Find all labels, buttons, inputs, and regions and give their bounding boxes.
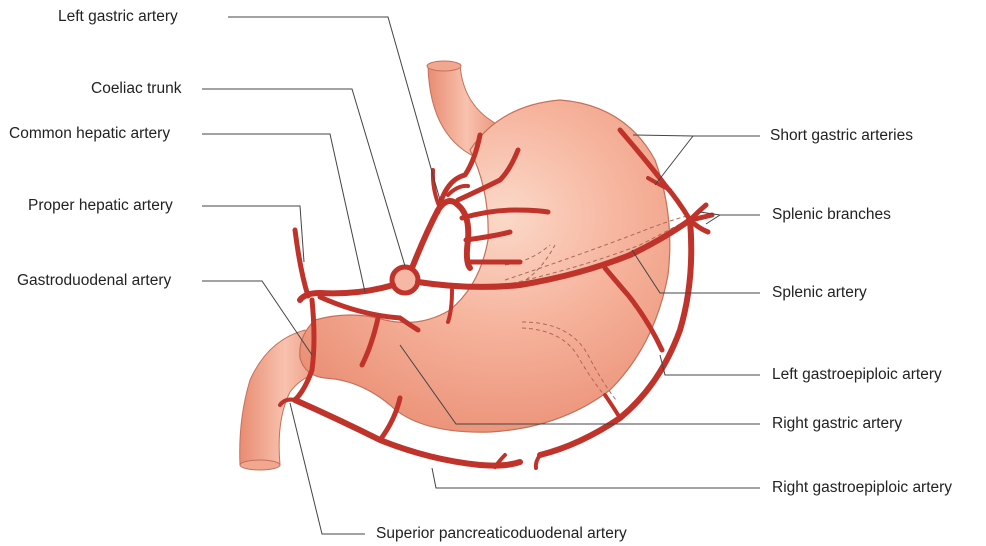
- label-coeliac-trunk: Coeliac trunk: [91, 80, 181, 98]
- label-splenic-artery: Splenic artery: [772, 284, 867, 302]
- leader-left-gastroepiploic: [660, 355, 760, 375]
- leader-left-gastric: [228, 17, 440, 200]
- label-left-gastric-artery: Left gastric artery: [58, 8, 178, 26]
- label-gastroduodenal-artery: Gastroduodenal artery: [17, 272, 171, 290]
- stomach-body: [300, 100, 670, 432]
- label-splenic-branches: Splenic branches: [772, 206, 891, 224]
- label-right-gastroepiploic-artery: Right gastroepiploic artery: [772, 479, 952, 497]
- label-common-hepatic-artery: Common hepatic artery: [9, 125, 170, 143]
- label-superior-pancreaticoduodenal-artery: Superior pancreaticoduodenal artery: [376, 525, 627, 543]
- leader-superior-pancreaticoduodenal: [290, 403, 365, 534]
- label-short-gastric-arteries: Short gastric arteries: [770, 127, 913, 145]
- label-proper-hepatic-artery: Proper hepatic artery: [28, 197, 173, 215]
- leader-common-hepatic: [202, 134, 365, 292]
- leader-proper-hepatic: [202, 206, 304, 262]
- leader-short-gastric: [633, 135, 760, 136]
- leader-short-gastric-2: [655, 136, 693, 185]
- leader-coeliac: [202, 89, 405, 266]
- label-left-gastroepiploic-artery: Left gastroepiploic artery: [772, 366, 942, 384]
- leader-right-gastroepiploic: [432, 468, 760, 488]
- label-right-gastric-artery: Right gastric artery: [772, 415, 902, 433]
